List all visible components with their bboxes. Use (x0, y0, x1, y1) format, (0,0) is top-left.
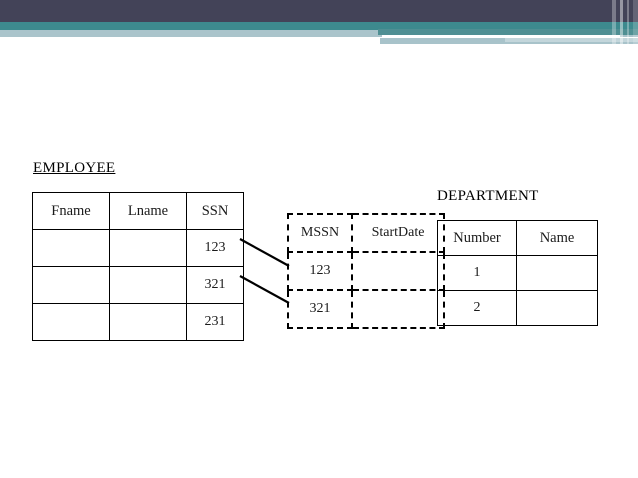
table-header-row: MSSN StartDate (287, 213, 445, 253)
department-col-number: Number (437, 220, 517, 256)
table-row: 2 (437, 290, 598, 326)
table-row: 1 (437, 255, 598, 291)
employee-r2-lname (109, 266, 187, 304)
header-band-navy (0, 0, 638, 22)
relationship-col-mssn: MSSN (287, 213, 353, 253)
connector-employee-123-to-mssn-123 (239, 238, 290, 267)
table-row: 321 (32, 266, 244, 304)
header-stripe-2 (620, 0, 623, 48)
employee-table-caption: EMPLOYEE (33, 160, 116, 176)
employee-col-lname: Lname (109, 192, 187, 230)
employee-r3-ssn: 231 (186, 303, 244, 341)
employee-r1-fname (32, 229, 110, 267)
employee-table: Fname Lname SSN 123 321 231 (32, 192, 244, 341)
header-accent-bar-white (382, 35, 620, 38)
department-r2-name (516, 290, 598, 326)
header-band-teal (0, 22, 638, 30)
slide-header-decoration (0, 0, 638, 56)
relationship-table: MSSN StartDate 123 321 (287, 213, 445, 329)
header-stripe-4 (633, 0, 638, 48)
relationship-r1-startdate (351, 251, 445, 291)
employee-r1-ssn: 123 (186, 229, 244, 267)
employee-r2-fname (32, 266, 110, 304)
table-row: 123 (32, 229, 244, 267)
employee-r2-ssn: 321 (186, 266, 244, 304)
department-col-name: Name (516, 220, 598, 256)
header-accent-bar-pale-secondary (505, 38, 638, 42)
employee-r3-lname (109, 303, 187, 341)
header-stripe-3 (627, 0, 629, 48)
department-table: Number Name 1 2 (437, 220, 598, 326)
relationship-r2-startdate (351, 289, 445, 329)
employee-col-ssn: SSN (186, 192, 244, 230)
table-header-row: Number Name (437, 220, 598, 256)
table-row: 321 (287, 289, 445, 329)
header-band-lightblue (0, 30, 638, 37)
table-header-row: Fname Lname SSN (32, 192, 244, 230)
relationship-r1-mssn: 123 (287, 251, 353, 291)
employee-col-fname: Fname (32, 192, 110, 230)
connector-employee-321-to-mssn-321 (239, 275, 290, 304)
department-r2-number: 2 (437, 290, 517, 326)
department-r1-number: 1 (437, 255, 517, 291)
table-row: 231 (32, 303, 244, 341)
header-accent-bar-teal (378, 29, 638, 35)
table-row: 123 (287, 251, 445, 291)
department-table-caption: DEPARTMENT (437, 188, 539, 204)
employee-r3-fname (32, 303, 110, 341)
header-stripe-1 (612, 0, 616, 48)
department-r1-name (516, 255, 598, 291)
relationship-r2-mssn: 321 (287, 289, 353, 329)
employee-r1-lname (109, 229, 187, 267)
relationship-col-startdate: StartDate (351, 213, 445, 253)
